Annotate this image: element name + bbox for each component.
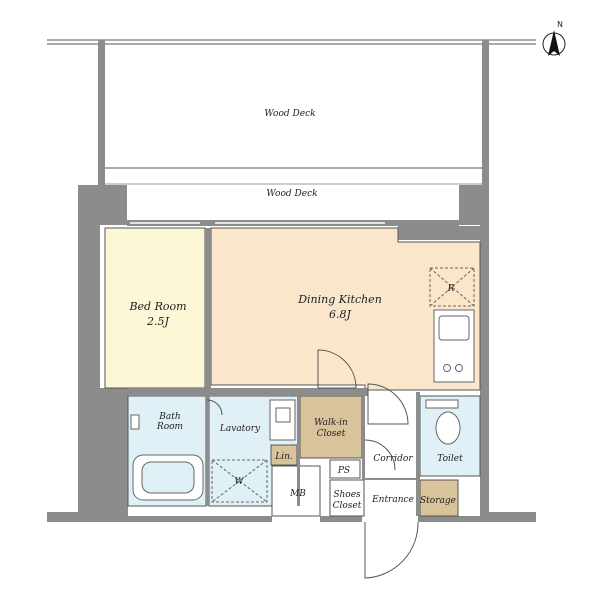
stove-burner-icon (443, 364, 451, 372)
bath-fixtures (130, 414, 204, 501)
interior-walls (128, 228, 420, 516)
bath-room-label-line1: Bath (158, 412, 180, 422)
entrance-label: Entrance (371, 495, 414, 505)
dining-kitchen-label: Dining Kitchen (297, 293, 382, 306)
dining-kitchen-size: 6.8J (329, 308, 351, 321)
toilet-fixtures (425, 399, 461, 445)
ps-label: PS (337, 466, 350, 476)
corridor-label: Corridor (373, 454, 413, 464)
doors (206, 349, 419, 579)
wood-deck-lower-label: Wood Deck (266, 189, 317, 199)
north-arrow-icon (542, 30, 566, 56)
dining-kitchen-area (210, 227, 481, 391)
bath-room-label-line2: Room (156, 422, 183, 432)
mb-area (271, 465, 321, 517)
shoes-closet-label-line2: Closet (333, 501, 362, 511)
walk-in-closet-label-line1: Walk-in (314, 418, 348, 428)
storage-area (419, 479, 459, 517)
bed-room-label: Bed Room (128, 300, 186, 313)
mb-label: MB (289, 489, 306, 499)
shoes-closet-label-line1: Shoes (333, 490, 361, 500)
shoes-closet-area (329, 479, 365, 517)
sink-icon (438, 315, 470, 341)
ps-area (329, 459, 361, 479)
washer-space (211, 459, 268, 503)
stove-burner-icon (455, 364, 463, 372)
walk-in-closet-label-line2: Closet (317, 429, 346, 439)
balcony-area (47, 39, 536, 185)
fridge-label: R (447, 284, 455, 294)
lavatory-fixtures (211, 399, 296, 503)
storage-label: Storage (420, 496, 456, 506)
linen-label: Lin. (274, 452, 293, 462)
toilet-label: Toilet (437, 454, 463, 464)
bed-room-size: 2.5J (146, 315, 169, 328)
toilet-bowl-icon (435, 411, 461, 445)
bed-room-area (104, 227, 206, 389)
kitchen-counter (429, 267, 475, 383)
lavatory-label: Lavatory (219, 424, 261, 434)
north-label: N (557, 20, 563, 29)
wood-deck-upper-label: Wood Deck (264, 109, 315, 119)
washer-label: W (234, 477, 244, 487)
